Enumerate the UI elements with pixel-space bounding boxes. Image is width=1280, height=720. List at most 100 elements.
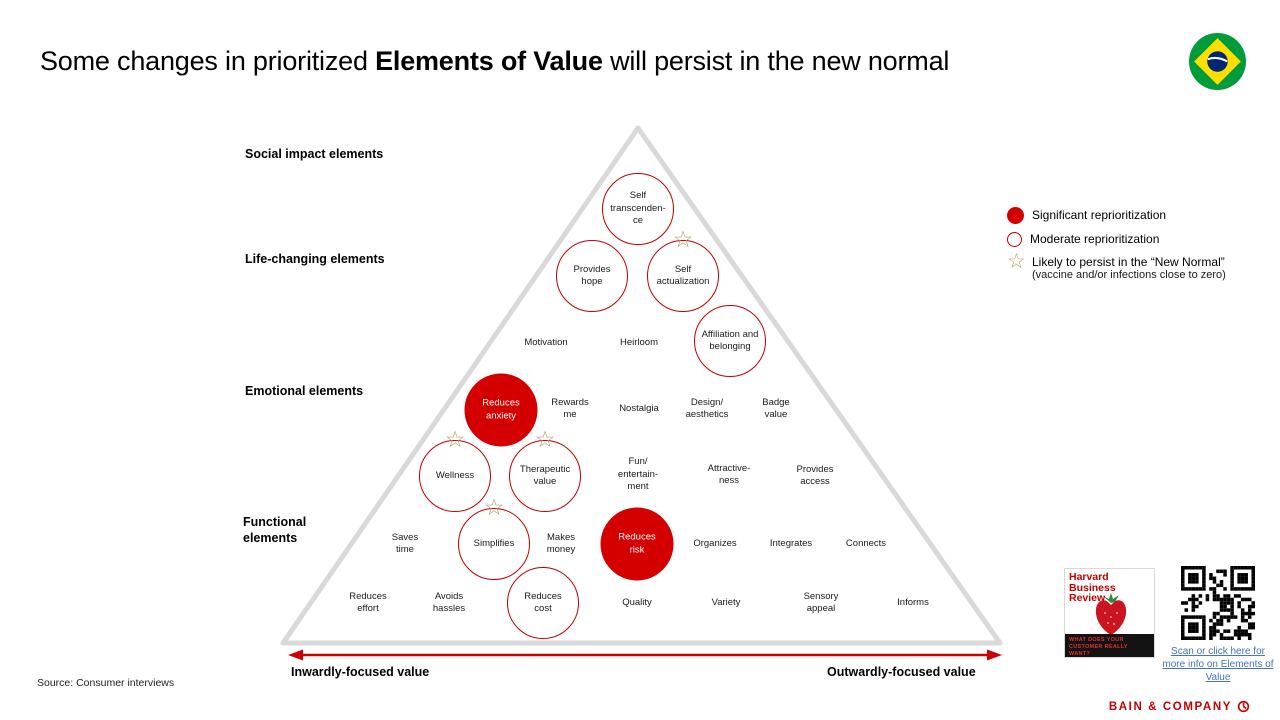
value-element-reduces-risk: Reduces risk: [600, 507, 674, 581]
value-axis-arrow: [288, 649, 1002, 661]
value-element-design-aesthetics: Design/ aesthetics: [668, 388, 746, 430]
value-element-informs: Informs: [874, 582, 952, 624]
value-element-label: Sensory appeal: [803, 590, 839, 614]
hbr-magazine-cover: Harvard Business Review WHAT DOES YOUR C…: [1064, 568, 1155, 658]
title-prefix: Some changes in prioritized: [40, 46, 376, 76]
value-element-label: Therapeutic value: [519, 463, 571, 487]
qr-info-link[interactable]: Scan or click here for more info on Elem…: [1162, 646, 1274, 683]
value-element-label: Nostalgia: [619, 402, 659, 414]
title-suffix: will persist in the new normal: [602, 46, 950, 76]
hbr-masthead: Harvard Business Review: [1069, 571, 1116, 605]
value-element-attractive-ness: Attractive- ness: [690, 454, 768, 496]
value-element-label: Reduces cost: [524, 590, 562, 614]
qr-code: [1181, 566, 1255, 640]
value-element-label: Heirloom: [619, 336, 658, 348]
value-element-makes-money: Makes money: [522, 523, 600, 565]
value-element-connects: Connects: [827, 523, 905, 565]
legend-item: Significant reprioritization: [1007, 207, 1269, 224]
source-note: Source: Consumer interviews: [37, 677, 175, 689]
value-element-label: Self actualization: [656, 263, 710, 287]
brazil-flag-icon: [1189, 33, 1246, 90]
value-element-label: Rewards me: [551, 396, 589, 420]
value-element-label: Makes money: [546, 531, 576, 555]
value-element-organizes: Organizes: [676, 523, 754, 565]
bain-logo-text: BAIN & COMPANY: [1108, 700, 1232, 713]
value-element-provides-hope: Provides hope: [556, 240, 628, 312]
value-element-label: Integrates: [769, 537, 813, 549]
value-element-heirloom: Heirloom: [600, 322, 678, 364]
value-element-self-actualization: Self actualization ☆: [647, 228, 719, 312]
filled-circle-icon: [1007, 207, 1024, 224]
bain-compass-icon: [1237, 700, 1250, 713]
level-label-social-impact-elements: Social impact elements: [245, 147, 384, 161]
pyramid-outline: [280, 125, 1003, 646]
value-element-fun-entertain-ment: Fun/ entertain- ment: [599, 454, 677, 496]
value-element-label: Affiliation and belonging: [701, 328, 759, 352]
value-element-label: Self transcenden- ce: [610, 190, 666, 227]
value-element-label: Reduces anxiety: [482, 397, 520, 421]
value-element-label: Organizes: [693, 537, 737, 549]
value-element-avoids-hassles: Avoids hassles: [410, 582, 488, 624]
bain-logo: BAIN & COMPANY: [1109, 700, 1250, 713]
value-element-label: Quality: [622, 596, 652, 608]
value-element-quality: Quality: [598, 582, 676, 624]
value-element-wellness: Wellness ☆: [419, 428, 491, 512]
persist-star-icon: ☆: [444, 426, 466, 452]
value-element-label: Provides hope: [573, 263, 611, 287]
value-element-saves-time: Saves time: [366, 523, 444, 565]
value-element-label: Saves time: [391, 531, 419, 555]
legend-sublabel: (vaccine and/or infections close to zero…: [1032, 269, 1226, 281]
value-element-label: Simplifies: [473, 537, 515, 549]
legend-label: Moderate reprioritization: [1030, 232, 1160, 246]
value-element-label: Variety: [711, 596, 741, 608]
value-element-label: Connects: [845, 537, 887, 549]
legend-item: ☆ Likely to persist in the “New Normal”(v…: [1007, 250, 1269, 281]
hbr-cover-tagline: WHAT DOES YOUR CUSTOMER REALLY WANT?: [1065, 634, 1154, 657]
value-element-therapeutic-value: Therapeutic value ☆: [509, 428, 581, 512]
axis-label-inward: Inwardly-focused value: [291, 665, 430, 679]
persist-star-icon: ☆: [534, 426, 556, 452]
persist-star-icon: ☆: [672, 226, 694, 252]
value-element-rewards-me: Rewards me: [531, 388, 609, 430]
value-element-label: Motivation: [524, 336, 568, 348]
value-element-label: Avoids hassles: [432, 590, 466, 614]
value-element-label: Attractive- ness: [707, 462, 751, 486]
persist-star-icon: ☆: [483, 494, 505, 520]
star-icon: ☆: [1007, 250, 1026, 273]
value-element-label: Reduces risk: [618, 531, 656, 555]
value-element-label: Provides access: [796, 463, 834, 487]
slide-title: Some changes in prioritized Elements of …: [40, 46, 949, 77]
level-label-life-changing-elements: Life-changing elements: [245, 252, 385, 266]
value-element-badge-value: Badge value: [737, 388, 815, 430]
value-element-motivation: Motivation: [507, 322, 585, 364]
value-element-sensory-appeal: Sensory appeal: [782, 582, 860, 624]
value-element-reduces-anxiety: Reduces anxiety: [464, 373, 538, 447]
outline-circle-icon: [1007, 232, 1022, 247]
value-element-self-transcenden-ce: Self transcenden- ce: [602, 173, 674, 245]
value-element-nostalgia: Nostalgia: [600, 388, 678, 430]
level-label-emotional-elements: Emotional elements: [245, 384, 364, 398]
value-element-label: Design/ aesthetics: [685, 396, 729, 420]
value-element-label: Badge value: [762, 396, 790, 420]
axis-label-outward: Outwardly-focused value: [827, 665, 976, 679]
value-element-reduces-effort: Reduces effort: [329, 582, 407, 624]
legend-item: Moderate reprioritization: [1007, 231, 1269, 247]
value-element-integrates: Integrates: [752, 523, 830, 565]
value-element-provides-access: Provides access: [776, 455, 854, 497]
value-element-reduces-cost: Reduces cost: [507, 567, 579, 639]
value-element-label: Wellness: [435, 469, 475, 481]
value-element-label: Informs: [897, 596, 929, 608]
value-element-simplifies: Simplifies ☆: [458, 496, 530, 580]
level-label-functional-elements: Functional elements: [243, 515, 307, 546]
title-bold: Elements of Value: [375, 46, 603, 76]
value-element-variety: Variety: [687, 582, 765, 624]
legend-label: Likely to persist in the “New Normal”: [1032, 255, 1225, 269]
value-element-label: Reduces effort: [349, 590, 387, 614]
strawberry-image: [1095, 593, 1127, 635]
value-element-affiliation-and-belonging: Affiliation and belonging: [694, 305, 766, 377]
legend-label: Significant reprioritization: [1032, 208, 1167, 222]
